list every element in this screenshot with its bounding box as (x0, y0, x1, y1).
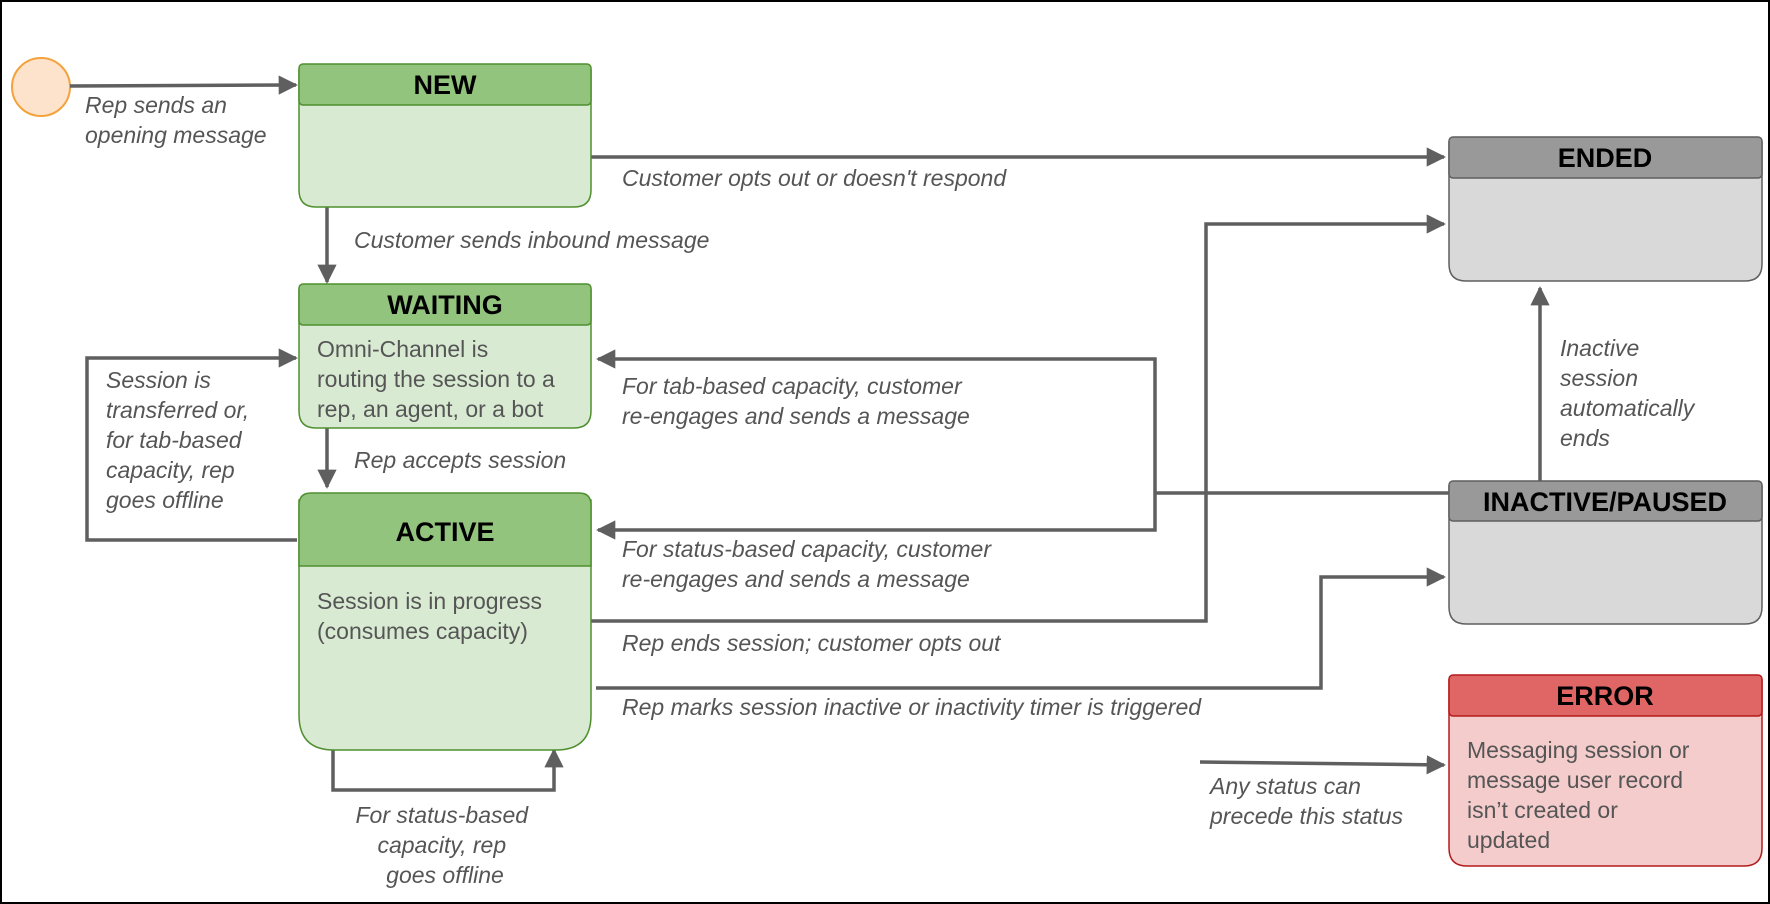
edge-inactive-to-active (596, 493, 1157, 540)
state-error-description: Messaging session or message user record… (1467, 737, 1696, 853)
transition-edges (69, 75, 1550, 792)
state-active-title: ACTIVE (395, 517, 494, 547)
label-active-to-waiting: Session is transferred or, for tab-based… (106, 367, 256, 513)
state-error-header (1448, 674, 1763, 717)
state-error-title: ERROR (1556, 681, 1654, 711)
state-waiting: WAITING Omni-Channel is routing the sess… (298, 283, 592, 429)
state-new-header (298, 63, 592, 106)
label-waiting-to-active: Rep accepts session (354, 447, 566, 473)
edge-active-to-ended (591, 214, 1446, 623)
state-active-header (298, 492, 592, 567)
state-active: ACTIVE Session is in progress (consumes … (298, 492, 592, 751)
initial-state-circle (11, 57, 71, 117)
label-active-self: For status-based capacity, rep goes offl… (356, 802, 535, 888)
edge-active-to-waiting (85, 348, 298, 542)
label-inactive-to-active: For status-based capacity, customer re-e… (622, 536, 997, 592)
label-start-to-new: Rep sends an opening message (85, 92, 267, 148)
state-new: NEW (298, 63, 592, 208)
state-waiting-header (298, 283, 592, 326)
state-inactive-paused: INACTIVE/PAUSED (1448, 480, 1763, 625)
label-active-to-inactive: Rep marks session inactive or inactivity… (622, 694, 1202, 720)
state-ended-header (1448, 136, 1763, 179)
edge-active-to-inactive (596, 567, 1446, 690)
label-new-to-ended: Customer opts out or doesn't respond (622, 165, 1007, 191)
edge-active-self (331, 748, 564, 792)
edge-start-to-new (69, 75, 298, 95)
state-waiting-description: Omni-Channel is routing the session to a… (317, 336, 561, 422)
label-any-to-error: Any status can precede this status (1208, 773, 1404, 829)
label-inactive-to-ended: Inactive session automatically ends (1560, 335, 1701, 451)
label-new-to-waiting: Customer sends inbound message (354, 227, 709, 253)
state-inactive-title: INACTIVE/PAUSED (1483, 487, 1727, 517)
state-ended: ENDED (1448, 136, 1763, 282)
state-waiting-title: WAITING (387, 290, 503, 320)
state-error: ERROR Messaging session or message user … (1448, 674, 1763, 867)
label-active-to-ended: Rep ends session; customer opts out (622, 630, 1002, 656)
state-inactive-header (1448, 480, 1763, 522)
label-inactive-to-waiting: For tab-based capacity, customer re-enga… (622, 373, 970, 429)
state-error-body-box (1448, 679, 1763, 867)
edge-inactive-to-waiting (596, 349, 1157, 493)
edge-any-to-error (1199, 755, 1446, 775)
state-active-description: Session is in progress (consumes capacit… (317, 588, 548, 644)
state-ended-title: ENDED (1558, 143, 1653, 173)
state-new-title: NEW (414, 70, 478, 100)
